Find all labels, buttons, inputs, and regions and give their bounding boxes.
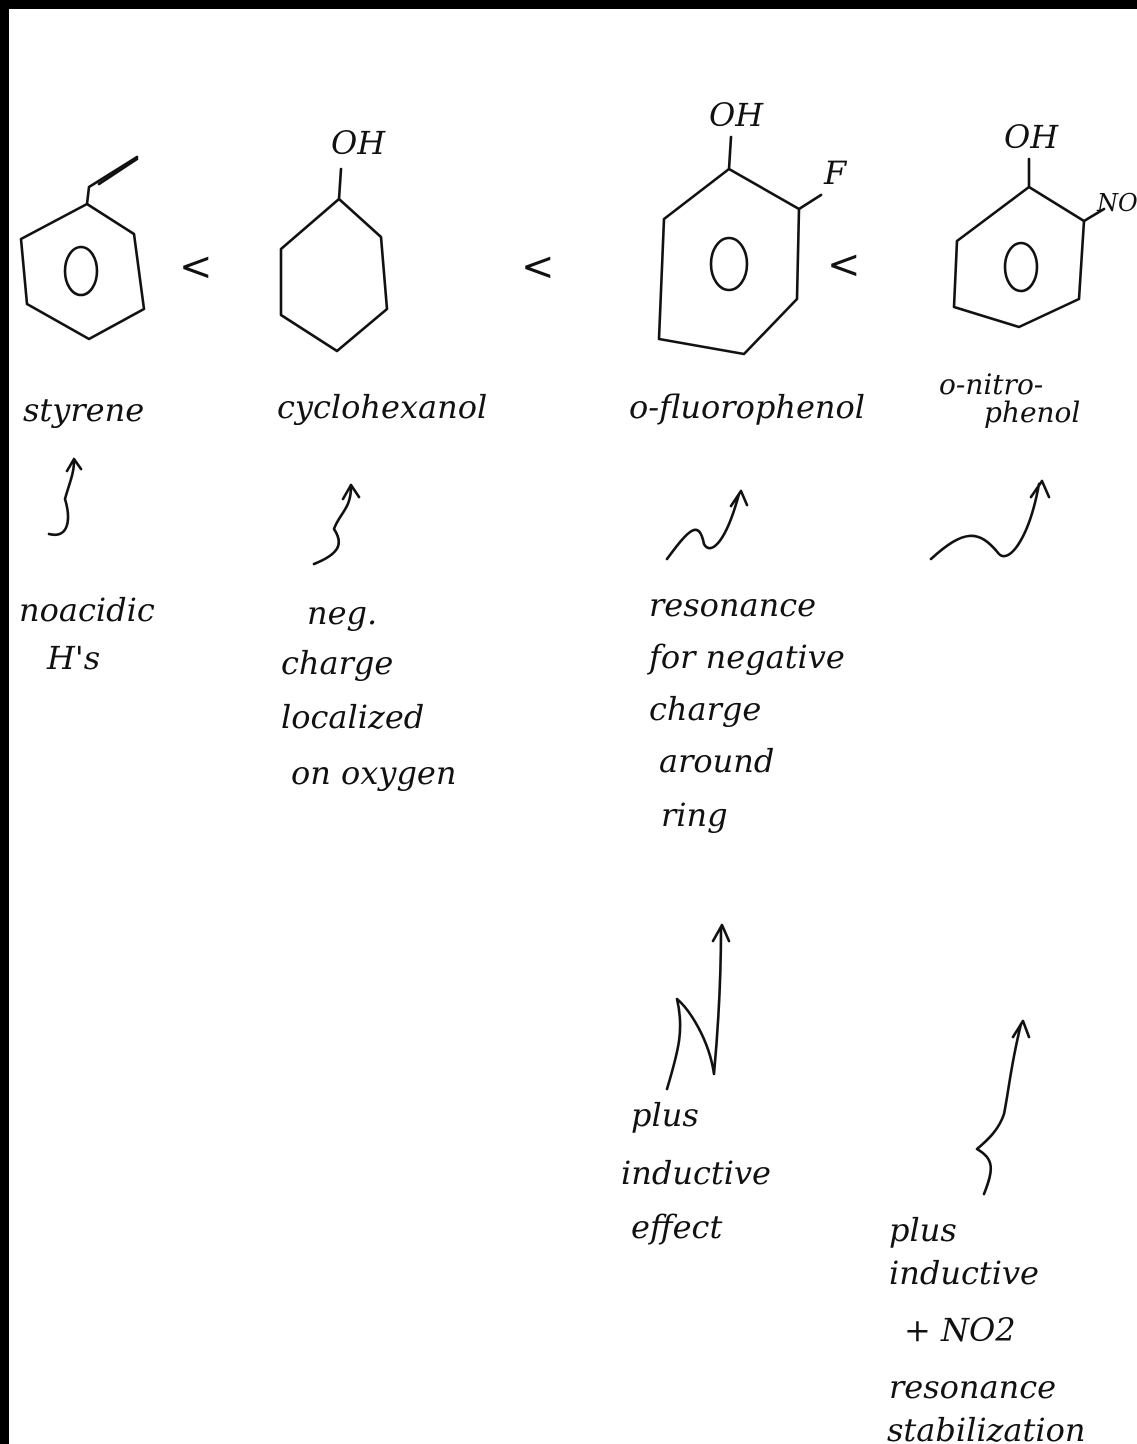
fluorophenol-ring-circle [709, 236, 749, 292]
styrene-note-2: H's [47, 639, 101, 677]
styrene-vinyl-double [97, 157, 139, 186]
fluorophenol-note-3: charge [649, 690, 762, 728]
cyclohexanol-oh-bond [337, 167, 343, 201]
fluorophenol-note-5: ring [661, 796, 728, 834]
nitrophenol-oh-label: OH [1004, 118, 1059, 156]
nitrophenol-no2-label: NO2 [1097, 191, 1137, 220]
arrow-nitrophenol [929, 479, 1051, 561]
cyclohexanol-oh-label: OH [331, 124, 386, 162]
drawing-layer [19, 135, 1106, 1196]
nitrophenol-ring [952, 185, 1086, 329]
less-than-3: < [827, 242, 861, 288]
cyclohexanol-note-2: charge [281, 644, 394, 682]
nitrophenol-name-line2: phenol [984, 396, 1081, 429]
styrene-note-1: noacidic [19, 591, 155, 629]
nitrophenol-name-line1: o-nitro- [939, 368, 1044, 401]
inductive-note-3: effect [631, 1208, 723, 1246]
fluorophenol-f-label: F [824, 154, 847, 192]
fluorophenol-f-bond [797, 193, 823, 211]
arrow-fluorophenol [665, 489, 749, 561]
styrene-structure [19, 155, 146, 341]
cyclohexanol-structure [279, 167, 389, 353]
arrow-nitro-inductive [975, 1019, 1031, 1196]
arrow-cyclohexanol [312, 483, 361, 566]
fluorophenol-structure [657, 135, 823, 356]
arrow-inductive [665, 923, 731, 1091]
styrene-vinyl-bond [85, 155, 139, 206]
nitrophenol-no2-bond [1082, 207, 1106, 223]
styrene-name: styrene [23, 391, 145, 429]
no2-main: NO [1097, 189, 1137, 217]
cyclohexanol-note-1: neg. [307, 594, 378, 632]
nitrophenol-structure [952, 157, 1106, 329]
cyclohexanol-note-4: on oxygen [291, 754, 457, 792]
fluorophenol-note-1: resonance [649, 586, 817, 624]
styrene-ring [19, 202, 146, 341]
inductive-note-1: plus [631, 1096, 699, 1134]
nitrophenol-note-5: stabilization [887, 1411, 1086, 1444]
arrow-styrene [47, 457, 83, 537]
fluorophenol-name: o-fluorophenol [629, 388, 865, 426]
nitrophenol-ring-circle [1003, 241, 1039, 293]
cyclohexanol-ring [279, 197, 389, 353]
fluorophenol-note-2: for negative [649, 638, 845, 676]
fluorophenol-oh-bond [727, 135, 733, 171]
less-than-2: < [521, 244, 555, 290]
fluorophenol-ring [657, 167, 801, 356]
inductive-note-2: inductive [621, 1154, 771, 1192]
nitrophenol-note-1: plus [889, 1211, 957, 1249]
nitrophenol-note-4: resonance [889, 1368, 1057, 1406]
nitrophenol-note-2: inductive [889, 1254, 1039, 1292]
fluorophenol-oh-label: OH [709, 96, 764, 134]
cyclohexanol-note-3: localized [281, 698, 425, 736]
styrene-ring-circle [63, 245, 99, 297]
cyclohexanol-name: cyclohexanol [277, 388, 488, 426]
nitrophenol-note-3: + NO2 [904, 1311, 1016, 1349]
less-than-1: < [179, 244, 213, 290]
fluorophenol-note-4: around [659, 742, 775, 780]
